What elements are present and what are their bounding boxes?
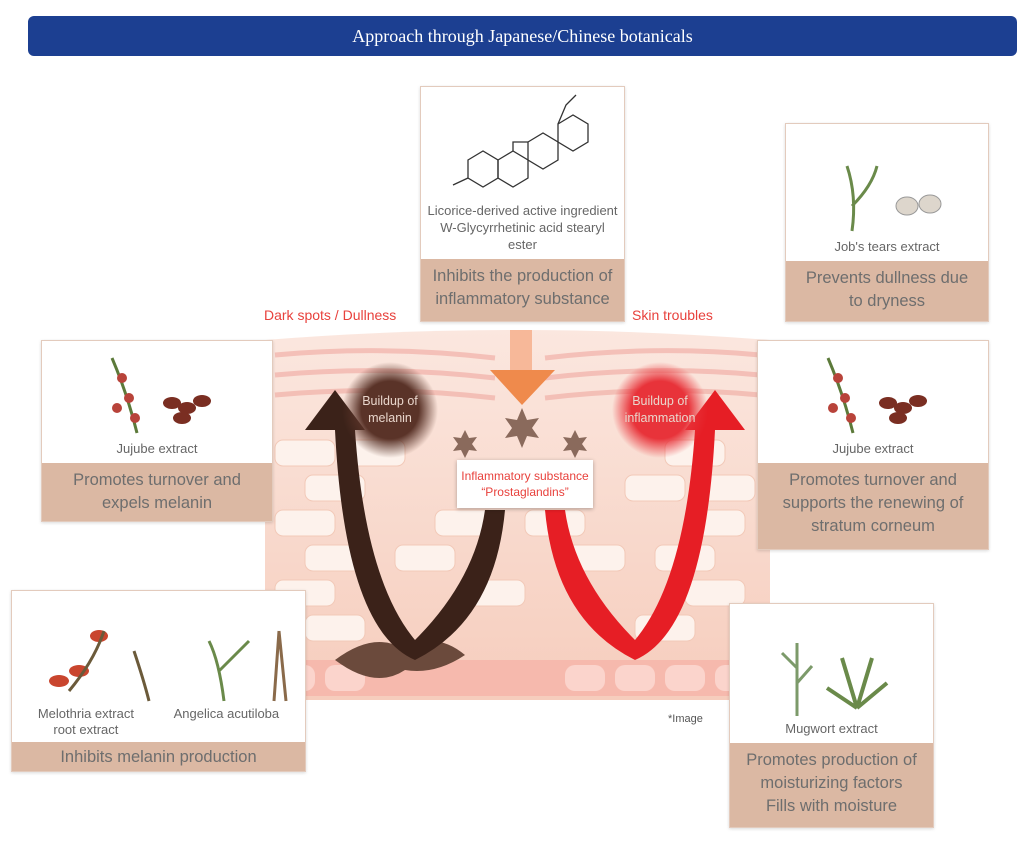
- effect-line1: Prevents dullness due: [805, 269, 969, 287]
- melanin-arrow: [305, 390, 505, 660]
- melanocyte: [335, 641, 465, 678]
- prostaglandin-stars: [453, 408, 587, 458]
- effect-line3: Fills with moisture: [765, 797, 898, 815]
- card-jujube-left: Jujube extract Promotes turnover and expe…: [41, 340, 273, 522]
- effect-line2: to dryness: [848, 292, 926, 310]
- inflammation-bubble: Buildup of inflammation: [624, 394, 696, 425]
- card-jobs-tears: Job's tears extract Prevents dullness du…: [785, 123, 989, 322]
- effect: Inhibits melanin production: [12, 742, 305, 771]
- caption: Jujube extract: [116, 441, 198, 456]
- substance-line1: Inflammatory substance: [461, 469, 589, 483]
- label-dark-spots: Dark spots / Dullness: [264, 307, 397, 323]
- effect-line2: inflammatory substance: [435, 290, 610, 308]
- melothria-caption-line2: root extract: [53, 722, 119, 737]
- inflammatory-substance-label: Inflammatory substance “Prostaglandins”: [457, 460, 593, 508]
- effect-line2: moisturizing factors: [760, 774, 903, 792]
- effect-line1: Inhibits the production of: [432, 267, 613, 285]
- melothria-angelica-image: [12, 591, 305, 706]
- caption-line2: W-Glycyrrhetinic acid stearyl ester: [440, 220, 605, 252]
- jujube-image: [42, 341, 272, 438]
- effect-line1: Promotes turnover and: [73, 471, 241, 489]
- label-skin-troubles: Skin troubles: [632, 307, 713, 323]
- mugwort-image: [730, 604, 933, 718]
- effect-line2: expels melanin: [101, 494, 213, 512]
- caption-line1: Licorice-derived active ingredient: [427, 203, 618, 218]
- effect-line3: stratum corneum: [811, 517, 935, 535]
- effect-line1: Promotes turnover and: [789, 471, 957, 489]
- jujube-image: [758, 341, 988, 438]
- substance-line2: “Prostaglandins”: [481, 485, 569, 499]
- card-mugwort: Mugwort extract Promotes production of mo…: [729, 603, 934, 828]
- melothria-caption-line1: Melothria extract: [37, 706, 134, 721]
- title-banner: Approach through Japanese/Chinese botani…: [28, 16, 1017, 56]
- effect-line2: supports the renewing of: [782, 494, 964, 512]
- inflammation-bubble-shape: [612, 362, 708, 458]
- molecule-structure-image: [421, 87, 624, 200]
- skin-illustration: [265, 330, 770, 700]
- melanin-bubble: Buildup of melanin: [362, 394, 418, 425]
- inflammation-arrow: [545, 390, 745, 660]
- melanin-bubble-shape: [342, 362, 438, 458]
- title: Approach through Japanese/Chinese botani…: [352, 25, 693, 46]
- jobs-tears-image: [786, 124, 988, 236]
- caption: Mugwort extract: [785, 721, 878, 736]
- caption: Job's tears extract: [834, 239, 940, 254]
- caption: Jujube extract: [832, 441, 914, 456]
- card-jujube-right: Jujube extract Promotes turnover and supp…: [757, 340, 989, 550]
- angelica-caption: Angelica acutiloba: [173, 706, 280, 721]
- down-arrow: [490, 370, 555, 405]
- image-note: *Image: [668, 713, 703, 725]
- effect-line1: Promotes production of: [746, 751, 917, 769]
